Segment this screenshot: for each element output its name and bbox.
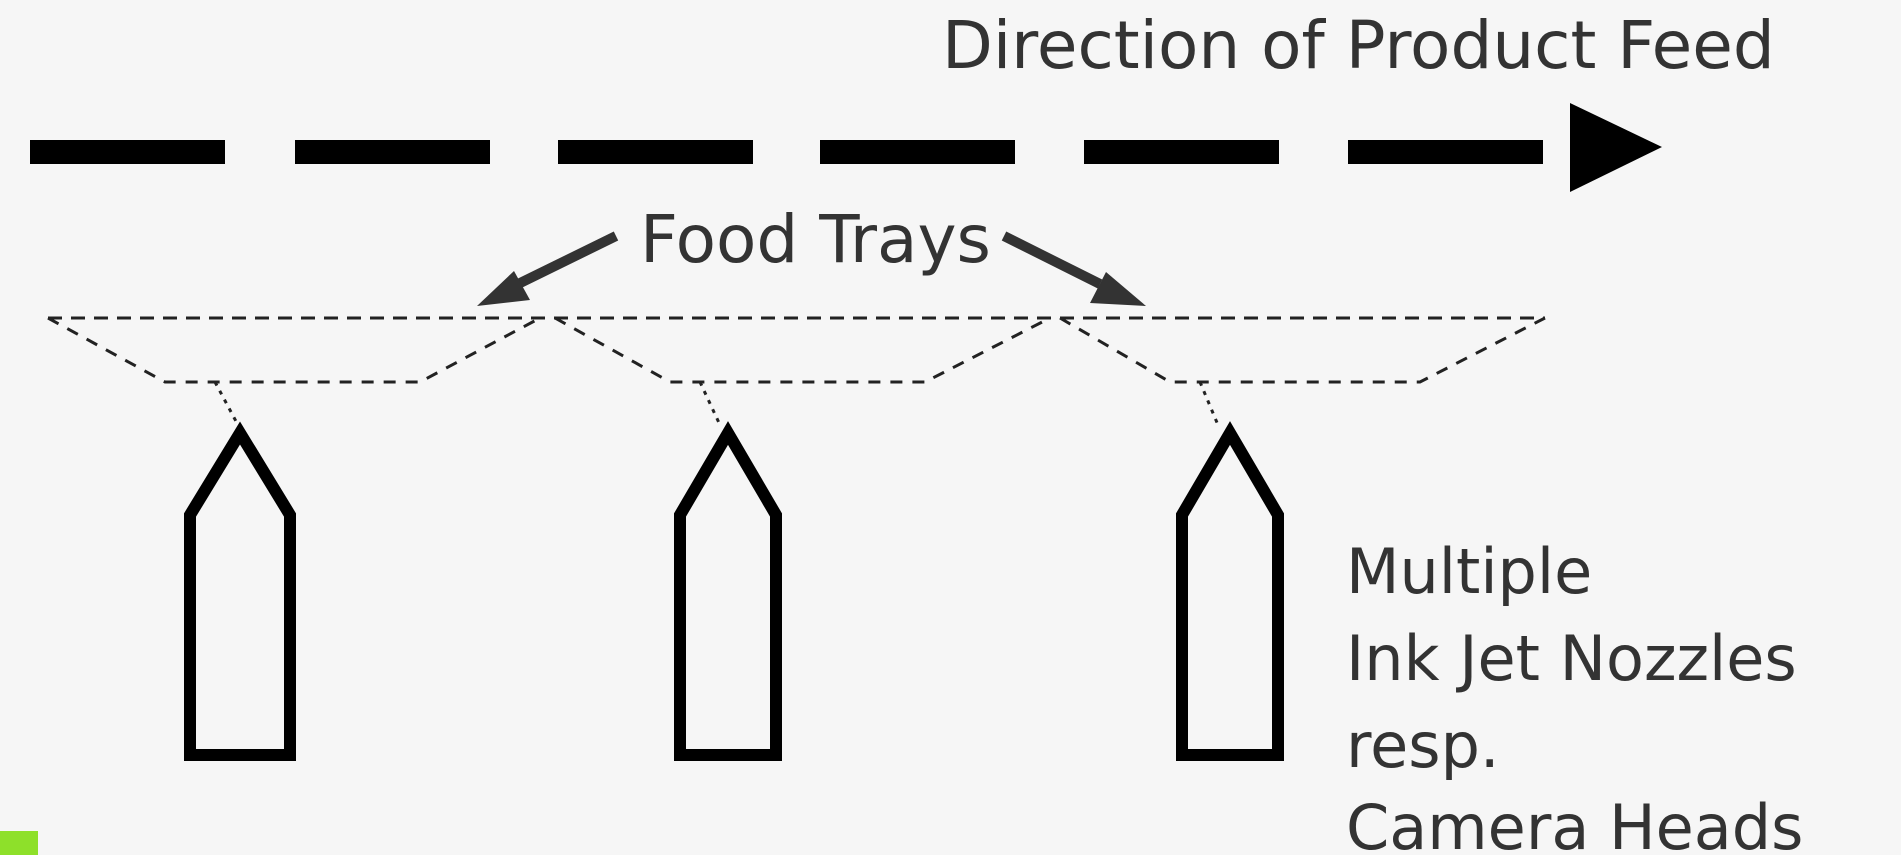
food-trays-label: Food Trays bbox=[640, 201, 991, 278]
corner-mark bbox=[0, 831, 38, 855]
nozzle-body bbox=[1176, 421, 1284, 761]
feed-dash bbox=[1348, 140, 1543, 164]
feed-dash bbox=[1084, 140, 1279, 164]
tray-pointer-left bbox=[477, 231, 619, 306]
feed-dash bbox=[295, 140, 490, 164]
feed-direction-arrow bbox=[30, 103, 1662, 192]
feed-dash bbox=[820, 140, 1015, 164]
spray-stem bbox=[1198, 381, 1220, 426]
ink-jet-nozzle-1 bbox=[47, 316, 541, 761]
nozzle-description-line: Ink Jet Nozzles bbox=[1346, 622, 1797, 695]
spray-stem bbox=[698, 381, 722, 426]
spray-cone bbox=[1059, 316, 1546, 384]
ink-jet-nozzle-3 bbox=[1059, 316, 1546, 761]
nozzle-body bbox=[184, 421, 296, 761]
spray-cone bbox=[554, 316, 1051, 384]
ink-jet-nozzle-2 bbox=[554, 316, 1051, 761]
tray-pointer-right bbox=[1001, 231, 1146, 306]
nozzle-description-line: resp. bbox=[1346, 709, 1500, 782]
feed-dash bbox=[30, 140, 225, 164]
nozzle-description-line: Camera Heads bbox=[1346, 791, 1803, 855]
spray-stem bbox=[213, 381, 240, 426]
feed-arrowhead bbox=[1570, 103, 1662, 192]
nozzle-description-line: Multiple bbox=[1346, 535, 1592, 608]
feed-direction-label: Direction of Product Feed bbox=[942, 7, 1775, 84]
spray-cone bbox=[47, 316, 541, 384]
nozzle-body bbox=[674, 421, 782, 761]
feed-dash bbox=[558, 140, 753, 164]
nozzle-description: Multiple Ink Jet Nozzles resp. Camera He… bbox=[1346, 535, 1816, 855]
